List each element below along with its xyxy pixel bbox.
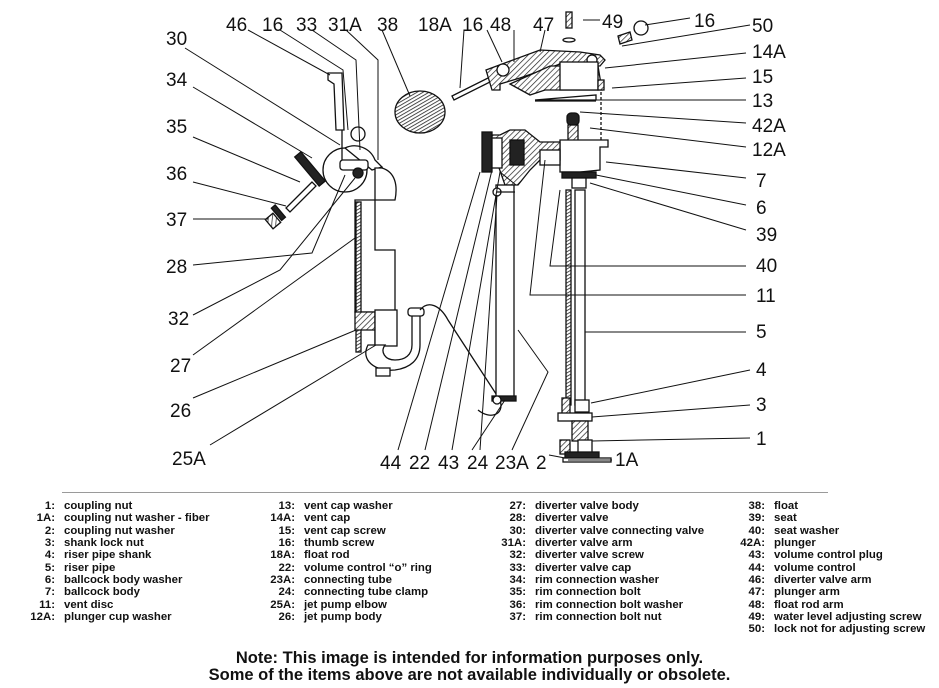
float-drawing <box>394 90 446 134</box>
parts-list-row: 13:vent cap washer <box>278 500 393 512</box>
callout-18a: 18A <box>418 15 452 36</box>
leader-lines <box>184 17 751 461</box>
callout-11: 11 <box>756 286 776 307</box>
parts-list-row: 49:water level adjusting screw <box>748 611 922 624</box>
parts-list-row: 35:rim connection bolt <box>509 586 641 599</box>
divider <box>62 492 828 493</box>
parts-list-row: 3:shank lock nut <box>44 537 144 550</box>
parts-list-row: 36:rim connection bolt washer <box>509 598 684 611</box>
callout-16c: 16 <box>694 11 715 32</box>
callout-39: 39 <box>756 225 777 246</box>
callout-13: 13 <box>752 91 773 112</box>
parts-list-row: 42A:plunger <box>740 537 816 550</box>
parts-list-row: 31A:diverter valve arm <box>501 537 633 550</box>
parts-list-row: 44:volume control <box>748 561 856 574</box>
parts-list-row: 14A:vent cap <box>270 512 351 525</box>
callout-16: 16 <box>262 15 283 36</box>
callout-6: 6 <box>756 198 767 219</box>
parts-list-row: 16:thumb screw <box>278 537 375 550</box>
parts-list-row: 48:float rod arm <box>748 598 844 611</box>
parts-list-row: 25A:jet pump elbow <box>270 598 387 611</box>
callout-1a: 1A <box>615 450 639 471</box>
callout-38: 38 <box>377 15 398 36</box>
callout-23a: 23A <box>495 453 529 474</box>
callout-42a: 42A <box>752 116 786 137</box>
callout-49: 49 <box>602 12 623 33</box>
parts-list-row: 18A:float rod <box>270 549 350 562</box>
callout-12a: 12A <box>752 140 786 161</box>
parts-list-row: 30:diverter valve connecting valve <box>509 524 705 537</box>
parts-list-row: 50:lock not for adjusting screw <box>748 623 926 636</box>
callout-7: 7 <box>756 171 767 192</box>
callout-3: 3 <box>756 395 767 416</box>
callout-26: 26 <box>170 401 191 422</box>
parts-list-row: 1:coupling nut <box>44 500 133 512</box>
parts-list-row: 38:float <box>748 500 799 512</box>
parts-list-row: 22:volume control “o” ring <box>278 561 432 574</box>
ballcock-assembly-drawing <box>451 11 649 463</box>
parts-list-row: 37:rim connection bolt nut <box>509 611 662 624</box>
parts-list-row: 43:volume control plug <box>748 549 883 562</box>
callout-2: 2 <box>536 453 547 474</box>
callout-28: 28 <box>166 257 187 278</box>
callout-14a: 14A <box>752 42 786 63</box>
callout-32: 32 <box>168 309 189 330</box>
callout-24: 24 <box>467 453 489 474</box>
callout-47: 47 <box>533 15 554 36</box>
parts-list-row: 11:vent disc <box>39 598 114 611</box>
parts-list-row: 47:plunger arm <box>748 586 840 599</box>
callout-50: 50 <box>752 16 773 37</box>
callout-48: 48 <box>490 15 511 36</box>
callout-35: 35 <box>166 117 187 138</box>
parts-list-row: 6:ballcock body washer <box>44 574 183 587</box>
callout-16b: 16 <box>462 15 483 36</box>
parts-list-row: 1A:coupling nut washer - fiber <box>36 512 210 525</box>
callout-33: 33 <box>296 15 317 36</box>
parts-list-column-1: 1:coupling nut 1A:coupling nut washer - … <box>0 500 210 624</box>
callout-36: 36 <box>166 164 187 185</box>
parts-list-row: 24:connecting tube clamp <box>278 586 429 599</box>
callout-25a: 25A <box>172 449 206 470</box>
parts-list-row: 7:ballcock body <box>44 586 140 599</box>
callout-4: 4 <box>756 360 767 381</box>
disclaimer-note-line-2: Some of the items above are not availabl… <box>208 666 731 684</box>
parts-list-row: 4:riser pipe shank <box>44 549 152 562</box>
callout-15: 15 <box>752 67 773 88</box>
parts-list-column-4: 38:float 39:seat 40:seat washer 42A:plun… <box>710 500 925 636</box>
parts-list-row: 46:diverter valve arm <box>748 574 872 587</box>
callout-31a: 31A <box>328 15 362 36</box>
callout-30: 30 <box>166 29 187 50</box>
parts-list-row: 2:coupling nut washer <box>44 524 175 537</box>
callout-46: 46 <box>226 15 247 36</box>
disclaimer-note-line-1: Note: This image is intended for informa… <box>235 649 704 667</box>
parts-list-row: 39:seat <box>748 512 797 525</box>
parts-list-row: 28:diverter valve <box>509 512 609 525</box>
parts-diagram: 46 16 33 31A 38 18A 16 48 47 49 16 30 34… <box>166 11 786 474</box>
parts-list-row: 23A:connecting tube <box>270 574 392 587</box>
callout-22: 22 <box>409 453 430 474</box>
callout-27: 27 <box>170 356 191 377</box>
callout-37: 37 <box>166 210 187 231</box>
parts-list-column-2: 13:vent cap washer 14A:vent cap 15:vent … <box>250 500 432 623</box>
callout-43: 43 <box>438 453 459 474</box>
parts-list-row: 5:riser pipe <box>44 561 116 574</box>
parts-list-row: 33:diverter valve cap <box>509 561 632 574</box>
parts-list-row: 32:diverter valve screw <box>509 549 644 562</box>
callout-44: 44 <box>380 453 402 474</box>
parts-list-row: 27:diverter valve body <box>509 500 639 512</box>
parts-list-column-3: 27:diverter valve body 28:diverter valve… <box>470 500 704 623</box>
parts-list-row: 40:seat washer <box>748 524 840 537</box>
diverter-assembly-drawing <box>264 72 502 416</box>
parts-list-row: 26:jet pump body <box>278 611 382 624</box>
parts-list-row: 12A:plunger cup washer <box>30 611 172 624</box>
parts-list-row: 34:rim connection washer <box>509 574 660 587</box>
callout-40: 40 <box>756 256 777 277</box>
callout-34: 34 <box>166 70 188 91</box>
callout-1: 1 <box>756 429 767 450</box>
callout-labels: 46 16 33 31A 38 18A 16 48 47 49 16 30 34… <box>166 11 786 474</box>
parts-list-row: 15:vent cap screw <box>278 524 386 537</box>
callout-5: 5 <box>756 322 767 343</box>
